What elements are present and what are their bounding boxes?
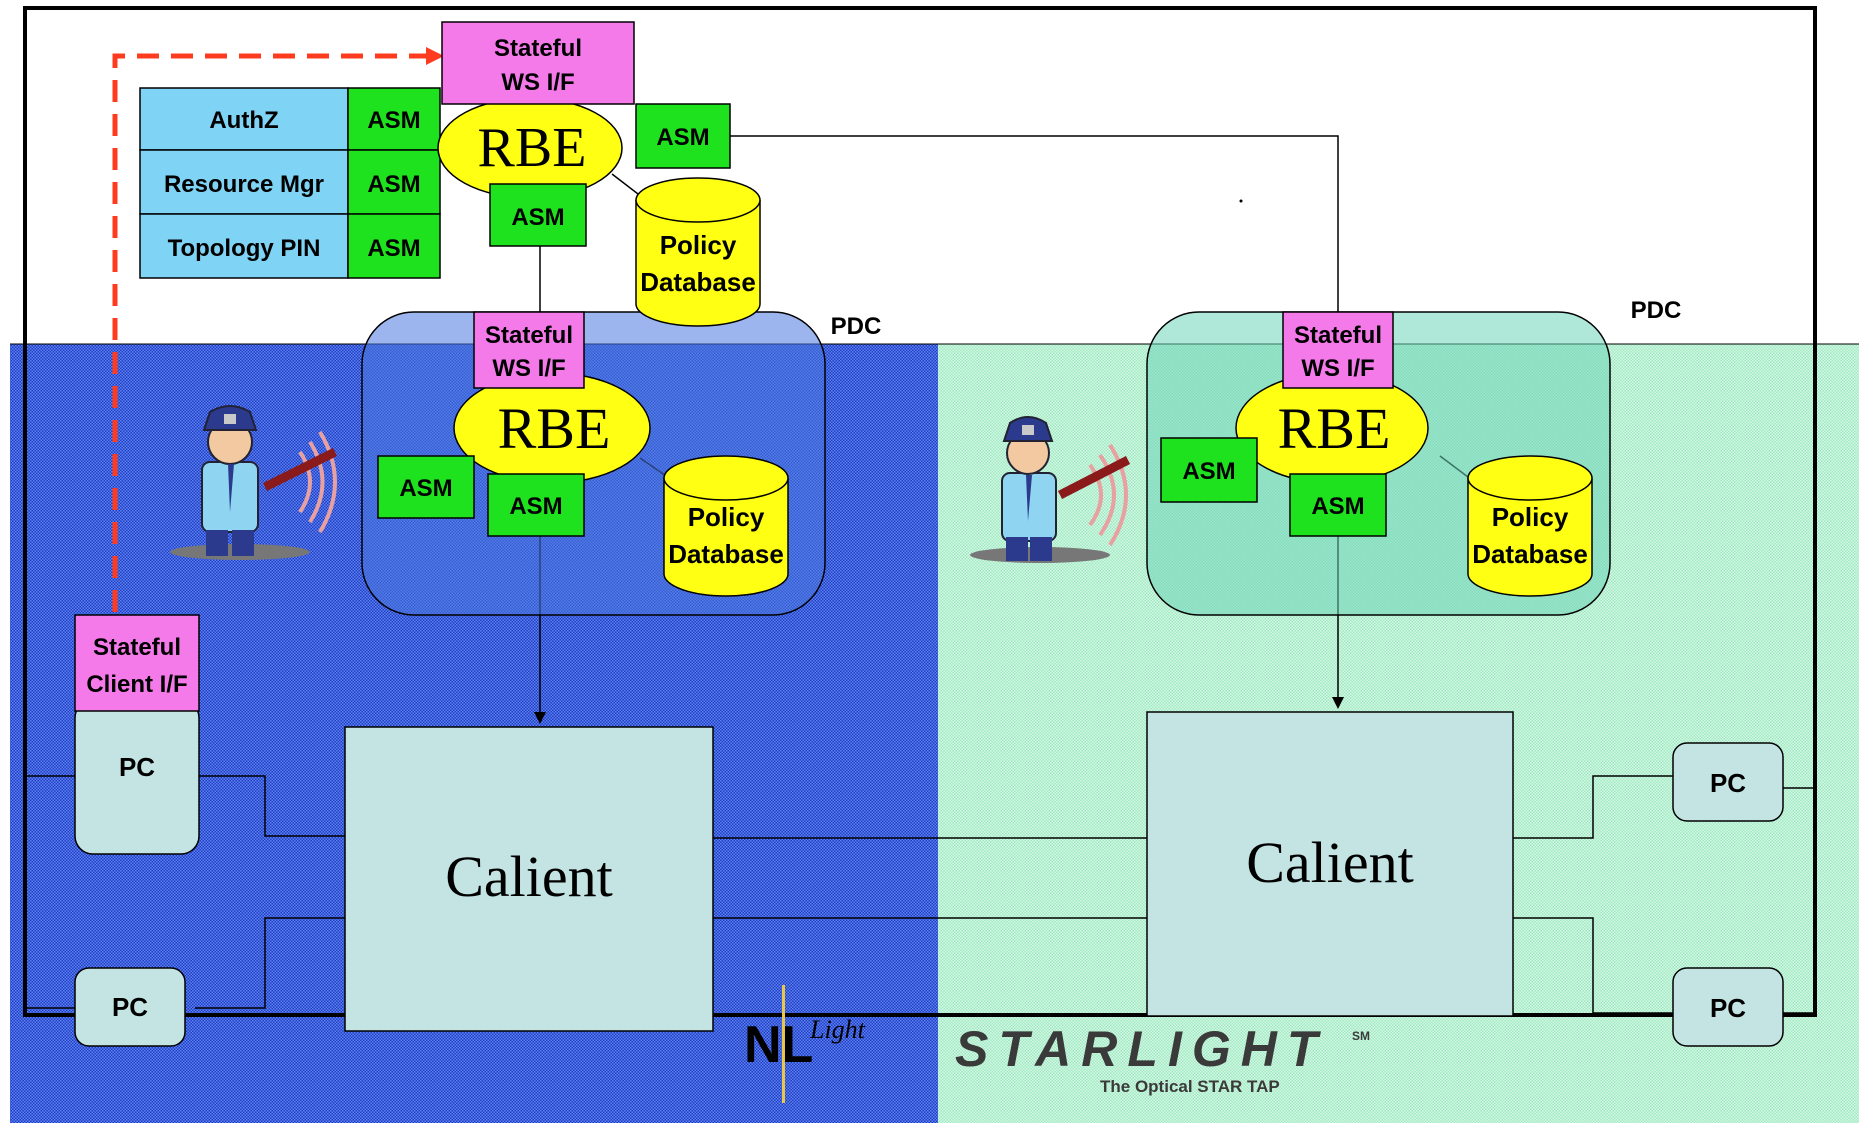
svg-text:Database: Database — [640, 267, 756, 297]
right-pdc-label: PDC — [1631, 297, 1682, 324]
svg-text:ASM: ASM — [399, 475, 452, 502]
svg-text:Database: Database — [668, 539, 784, 569]
svg-text:Policy: Policy — [688, 502, 765, 532]
top-asm-right-label: ASM — [656, 124, 709, 151]
svg-text:ASM: ASM — [509, 493, 562, 520]
top-stateful-ws-line1: Stateful — [494, 35, 582, 62]
right-policy-database: Policy Database — [1468, 456, 1592, 596]
svg-text:WS I/F: WS I/F — [1301, 355, 1374, 382]
right-pc-bottom-label: PC — [1710, 993, 1746, 1023]
top-asm-bottom-label: ASM — [511, 204, 564, 231]
svg-text:Light: Light — [809, 1015, 866, 1044]
left-pc-top-label: PC — [119, 752, 155, 782]
svg-text:STARLIGHT: STARLIGHT — [955, 1021, 1327, 1077]
svg-text:NL: NL — [744, 1016, 813, 1074]
left-policy-database: Policy Database — [664, 456, 788, 596]
svg-text:ASM: ASM — [1182, 458, 1235, 485]
module-topology-pin-asm: ASM — [367, 235, 420, 262]
right-rbe-label: RBE — [1278, 396, 1391, 461]
module-resource-mgr: Resource Mgr — [164, 171, 324, 198]
svg-text:The Optical STAR TAP: The Optical STAR TAP — [1100, 1077, 1280, 1096]
top-policy-database: Policy Database — [636, 178, 760, 326]
svg-text:Client I/F: Client I/F — [86, 671, 187, 698]
svg-text:Stateful: Stateful — [485, 322, 573, 349]
module-topology-pin: Topology PIN — [168, 235, 321, 262]
left-calient-label: Calient — [445, 844, 613, 909]
svg-text:Stateful: Stateful — [1294, 322, 1382, 349]
module-authz-asm: ASM — [367, 107, 420, 134]
stray-dot — [1240, 200, 1243, 203]
svg-text:SM: SM — [1352, 1029, 1370, 1043]
left-rbe-label: RBE — [498, 396, 611, 461]
top-rbe-label: RBE — [478, 117, 587, 179]
svg-text:Policy: Policy — [1492, 502, 1569, 532]
svg-text:Database: Database — [1472, 539, 1588, 569]
svg-text:ASM: ASM — [1311, 493, 1364, 520]
module-resource-mgr-asm: ASM — [367, 171, 420, 198]
svg-text:Policy: Policy — [660, 230, 737, 260]
svg-text:Stateful: Stateful — [93, 634, 181, 661]
right-calient-label: Calient — [1246, 830, 1414, 895]
left-pdc-label: PDC — [831, 313, 882, 340]
top-stateful-ws-line2: WS I/F — [501, 69, 574, 96]
right-pc-top-label: PC — [1710, 768, 1746, 798]
left-pc-bottom-label: PC — [112, 992, 148, 1022]
svg-text:WS I/F: WS I/F — [492, 355, 565, 382]
module-authz: AuthZ — [209, 107, 278, 134]
top-modules-table: AuthZ Resource Mgr Topology PIN ASM ASM … — [140, 88, 440, 278]
